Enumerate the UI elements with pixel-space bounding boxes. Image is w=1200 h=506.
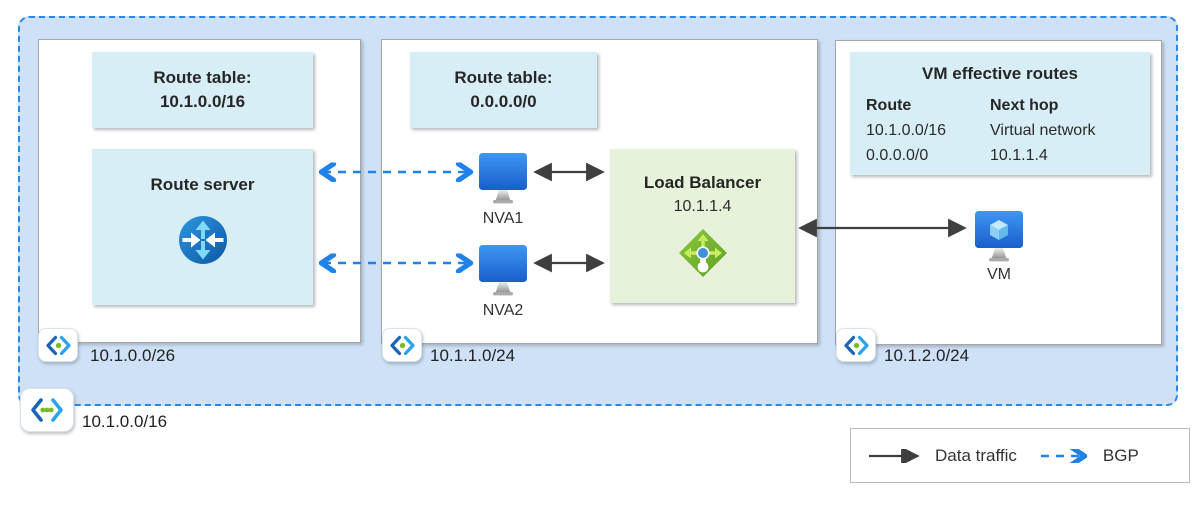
legend-data-traffic-label: Data traffic (935, 445, 1017, 465)
load-balancer-icon (677, 227, 729, 279)
legend: Data traffic BGP (850, 428, 1190, 483)
route-table-value: 10.1.0.0/16 (159, 92, 246, 111)
subnet-cidr-label: 10.1.2.0/24 (884, 346, 970, 365)
subnet-icon (382, 328, 422, 362)
load-balancer-title: Load Balancer (643, 173, 762, 192)
route-table-card-left: Route table: 10.1.0.0/16 (92, 52, 313, 128)
bgp-arrow-icon (1039, 449, 1093, 463)
load-balancer-card: Load Balancer 10.1.1.4 (610, 149, 795, 303)
table-cell: 0.0.0.0/0 (866, 147, 929, 164)
cube-glyph (990, 220, 1008, 240)
subnet-cidr-label: 10.1.1.0/24 (430, 346, 516, 365)
column-header-route: Route (866, 97, 912, 114)
legend-bgp-label: BGP (1102, 445, 1139, 465)
vm-effective-routes-card: VM effective routes Route Next hop 10.1.… (850, 52, 1150, 175)
vm-effective-routes-title: VM effective routes (922, 64, 1078, 83)
column-header-next-hop: Next hop (990, 97, 1059, 114)
vm-icon (974, 210, 1024, 262)
table-cell: 10.1.1.4 (990, 147, 1048, 164)
route-server-icon (178, 215, 228, 265)
subnet-cidr-label: 10.1.0.0/26 (90, 346, 176, 365)
nva1-label: NVA1 (482, 210, 524, 227)
table-cell: Virtual network (990, 122, 1096, 139)
vm-effective-routes-table: Route Next hop 10.1.0.0/16 Virtual netwo… (866, 93, 1150, 168)
vnet-cidr-label: 10.1.0.0/16 (82, 412, 168, 431)
route-table-title: Route table: (153, 68, 252, 87)
nva2-label: NVA2 (482, 302, 524, 319)
data-traffic-arrow-icon (867, 448, 925, 463)
route-table-card-mid: Route table: 0.0.0.0/0 (410, 52, 597, 128)
subnet-icon (38, 328, 78, 362)
route-table-value: 0.0.0.0/0 (470, 92, 537, 111)
vm-label: VM (987, 266, 1011, 283)
route-server-card: Route server (92, 149, 313, 305)
subnet-icon (836, 328, 876, 362)
nva1-icon (478, 152, 528, 204)
virtual-network-icon (20, 388, 74, 432)
route-server-label: Route server (150, 175, 255, 194)
route-table-title: Route table: (454, 68, 553, 87)
table-cell: 10.1.0.0/16 (866, 122, 947, 139)
load-balancer-ip: 10.1.1.4 (673, 198, 732, 215)
nva2-icon (478, 244, 528, 296)
